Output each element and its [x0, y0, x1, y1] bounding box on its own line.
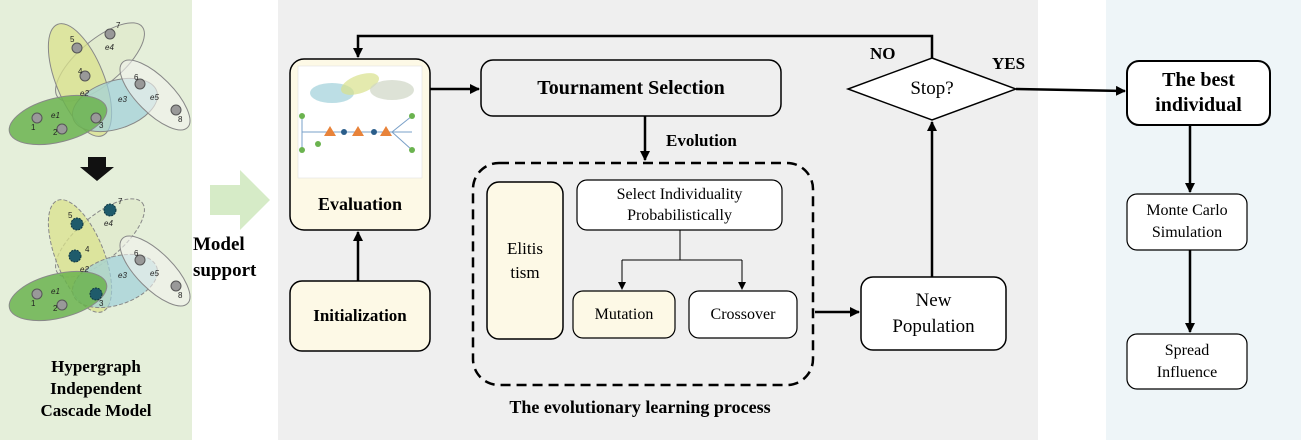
tournament-label: Tournament Selection	[537, 76, 725, 99]
svg-text:4: 4	[85, 245, 90, 254]
hypergraph-top: 5 7 4 1 2 3 6 8 e4 e2 e3 e1 e5	[8, 21, 191, 146]
svg-text:e4: e4	[105, 43, 114, 52]
svg-text:e3: e3	[118, 271, 127, 280]
tournament-box-shape	[480, 59, 782, 117]
crossover-label: Crossover	[710, 305, 776, 323]
best-box-shape	[1126, 60, 1271, 126]
spread-line2: Influence	[1156, 363, 1218, 381]
svg-text:e2: e2	[80, 265, 89, 274]
elitism-line1: Elitis	[507, 238, 543, 258]
monte-carlo-line1: Monte Carlo	[1146, 202, 1228, 219]
hypergraph-caption-line: Hypergraph	[51, 357, 141, 376]
crossover-box-shape	[688, 290, 798, 339]
svg-text:3: 3	[99, 121, 104, 130]
down-transition-arrow	[80, 157, 114, 181]
svg-text:e2: e2	[80, 89, 89, 98]
svg-text:5: 5	[68, 211, 73, 220]
hypergraph-bottom: 5 7 4 1 2 3 6 8 e4 e2 e3 e1 e5	[8, 197, 191, 322]
mutation-box-shape	[572, 290, 676, 339]
hypergraph-caption: Hypergraph Independent Cascade Model	[0, 356, 192, 422]
monte-carlo-box: Monte Carlo Simulation	[1127, 194, 1247, 250]
arrow-no-loop	[353, 34, 934, 58]
svg-text:7: 7	[118, 197, 123, 206]
svg-text:6: 6	[134, 73, 139, 82]
spread-influence-box: Spread Influence	[1127, 334, 1247, 389]
svg-text:3: 3	[99, 299, 104, 308]
svg-text:4: 4	[78, 67, 83, 76]
best-line1: The best	[1162, 69, 1235, 91]
tournament-box: Tournament Selection	[481, 60, 781, 116]
svg-text:e1: e1	[51, 287, 60, 296]
no-label: NO	[870, 44, 896, 63]
initialization-box-shape	[289, 280, 431, 352]
model-support-line1: Model	[193, 234, 245, 255]
monte-carlo-box-shape	[1126, 193, 1248, 251]
spread-box-shape	[1126, 333, 1248, 390]
arrow-yes-to-best	[1015, 85, 1126, 96]
svg-text:6: 6	[134, 249, 139, 258]
svg-text:2: 2	[53, 304, 58, 313]
evaluation-box: Evaluation	[290, 186, 430, 222]
stop-label: Stop?	[910, 78, 954, 99]
new-population-line2: Population	[892, 315, 975, 337]
svg-text:1: 1	[31, 123, 36, 132]
select-line2: Probabilistically	[627, 207, 732, 224]
new-population-box-shape	[860, 276, 1007, 351]
svg-text:5: 5	[70, 35, 75, 44]
initialization-box: Initialization	[290, 281, 430, 351]
svg-text:1: 1	[31, 299, 36, 308]
svg-text:e3: e3	[118, 95, 127, 104]
mutation-box: Mutation	[573, 291, 675, 338]
svg-text:e4: e4	[104, 219, 113, 228]
model-support-line2: support	[193, 260, 257, 281]
svg-text:7: 7	[116, 21, 121, 30]
model-support-label: Model support	[193, 232, 279, 284]
svg-text:8: 8	[178, 291, 183, 300]
hypergraph-caption-line: Cascade Model	[40, 401, 152, 420]
stop-diamond-shape	[845, 57, 1019, 121]
initialization-label: Initialization	[313, 306, 407, 325]
evolution-group-shape	[471, 161, 815, 387]
mutation-label: Mutation	[594, 305, 654, 323]
stop-diamond: Stop?	[880, 74, 984, 104]
elitism-box: Elitis tism	[487, 182, 563, 339]
svg-text:e1: e1	[51, 111, 60, 120]
monte-carlo-line2: Simulation	[1151, 224, 1223, 241]
model-support-arrow	[210, 170, 270, 230]
best-individual-box: The best individual	[1127, 61, 1270, 125]
svg-text:e5: e5	[150, 93, 159, 102]
svg-text:2: 2	[53, 128, 58, 137]
evaluation-thumbnail	[299, 73, 415, 153]
arrow-select-branch	[622, 230, 742, 261]
svg-text:e5: e5	[150, 269, 159, 278]
select-line1: Select Individuality	[616, 186, 743, 203]
evolution-process-caption: The evolutionary learning process	[509, 397, 771, 417]
elitism-line2: tism	[510, 262, 540, 282]
evaluation-label: Evaluation	[317, 193, 403, 214]
spread-line1: Spread	[1164, 341, 1210, 359]
new-population-line1: New	[915, 289, 952, 311]
crossover-box: Crossover	[689, 291, 797, 338]
new-population-box: New Population	[861, 277, 1006, 350]
select-box: Select Individuality Probabilistically	[577, 180, 782, 230]
hypergraph-caption-line: Independent	[50, 379, 142, 398]
evolution-label: Evolution	[666, 131, 737, 150]
best-line2: individual	[1155, 94, 1242, 116]
elitism-box-shape	[486, 181, 564, 340]
svg-text:8: 8	[178, 115, 183, 124]
yes-label: YES	[992, 54, 1026, 73]
